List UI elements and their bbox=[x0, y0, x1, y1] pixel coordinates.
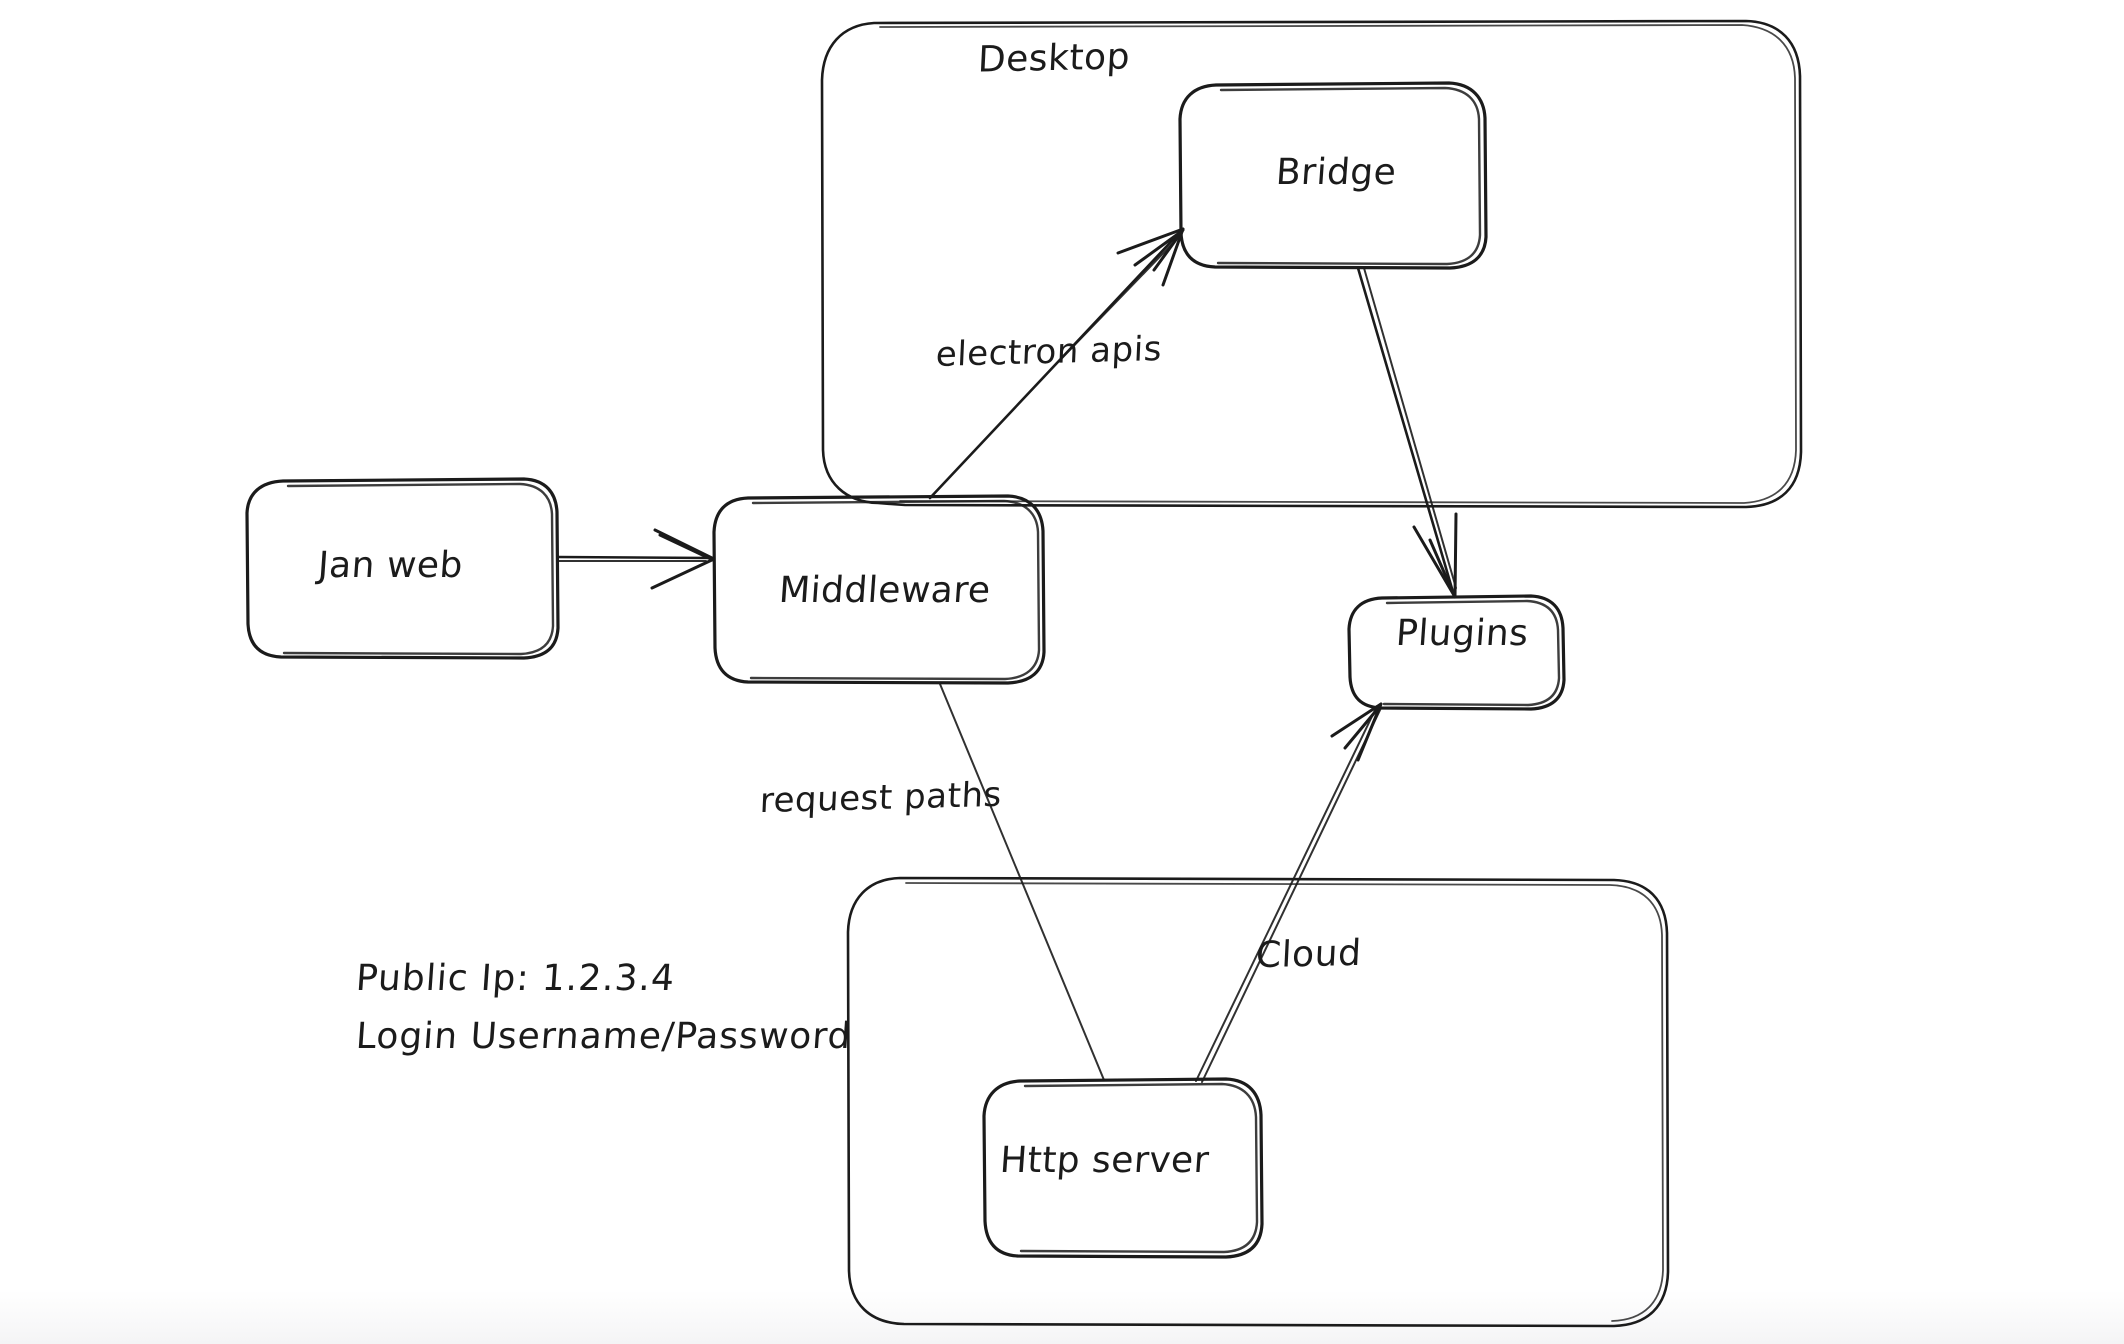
note-public-ip: Public Ip: 1.2.3.4 bbox=[354, 958, 677, 999]
note-login-credentials: Login Username/Password bbox=[354, 1016, 853, 1057]
edge-label-request-paths: request paths bbox=[758, 774, 1003, 822]
group-desktop-outline bbox=[820, 19, 1803, 509]
group-label-cloud: Cloud bbox=[1254, 932, 1363, 977]
node-plugins-outline bbox=[1347, 594, 1566, 711]
edge-middleware-to-bridge bbox=[928, 227, 1185, 500]
group-label-desktop: Desktop bbox=[976, 36, 1132, 81]
node-label-bridge[interactable]: Bridge bbox=[1274, 152, 1398, 193]
edge-jan-web-to-middleware bbox=[556, 528, 716, 590]
node-label-jan-web[interactable]: Jan web bbox=[316, 545, 465, 586]
group-cloud-outline bbox=[846, 876, 1670, 1328]
node-label-plugins[interactable]: Plugins bbox=[1394, 613, 1530, 654]
node-label-middleware[interactable]: Middleware bbox=[777, 570, 993, 611]
node-label-http-server[interactable]: Http server bbox=[998, 1140, 1211, 1181]
edge-http-server-to-plugins bbox=[1195, 702, 1383, 1083]
node-http-server-outline bbox=[982, 1077, 1264, 1259]
edge-middleware-to-http-server bbox=[939, 683, 1105, 1081]
node-bridge-outline bbox=[1178, 81, 1488, 270]
node-middleware-outline bbox=[712, 494, 1046, 685]
edge-bridge-to-plugins bbox=[1356, 266, 1458, 599]
node-jan-web-outline bbox=[245, 477, 560, 660]
edge-label-electron-apis: electron apis bbox=[934, 329, 1163, 375]
